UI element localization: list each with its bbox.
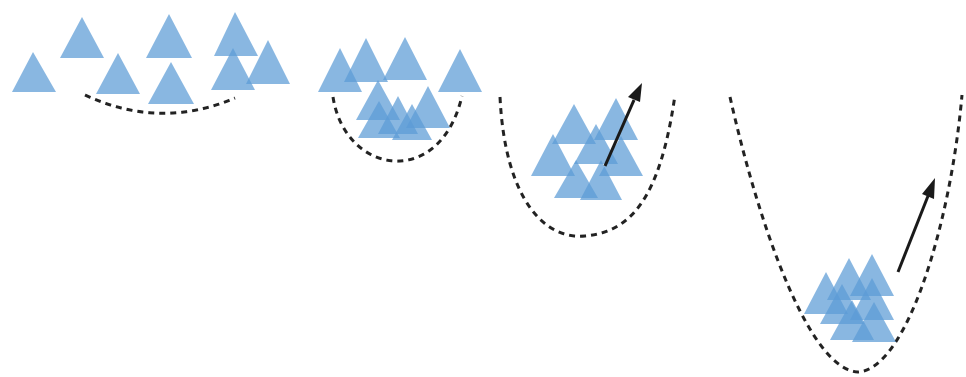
stage-4-deep-well [730, 95, 962, 372]
escape-arrow-icon [898, 178, 935, 272]
stage-2-shallow-well [318, 37, 482, 161]
triangle-particle [146, 14, 192, 58]
stage-1-flat-well [12, 12, 290, 113]
triangle-particle [438, 49, 482, 92]
triangle-particle [60, 17, 104, 58]
triangle-particle [148, 62, 194, 104]
triangle-particle [214, 12, 258, 56]
triangle-particle [12, 52, 56, 92]
triangle-particle [344, 38, 388, 82]
triangle-particle [96, 53, 140, 94]
stage-3-medium-well [500, 83, 675, 236]
triangle-particle [383, 37, 427, 80]
well-curve [500, 95, 675, 236]
